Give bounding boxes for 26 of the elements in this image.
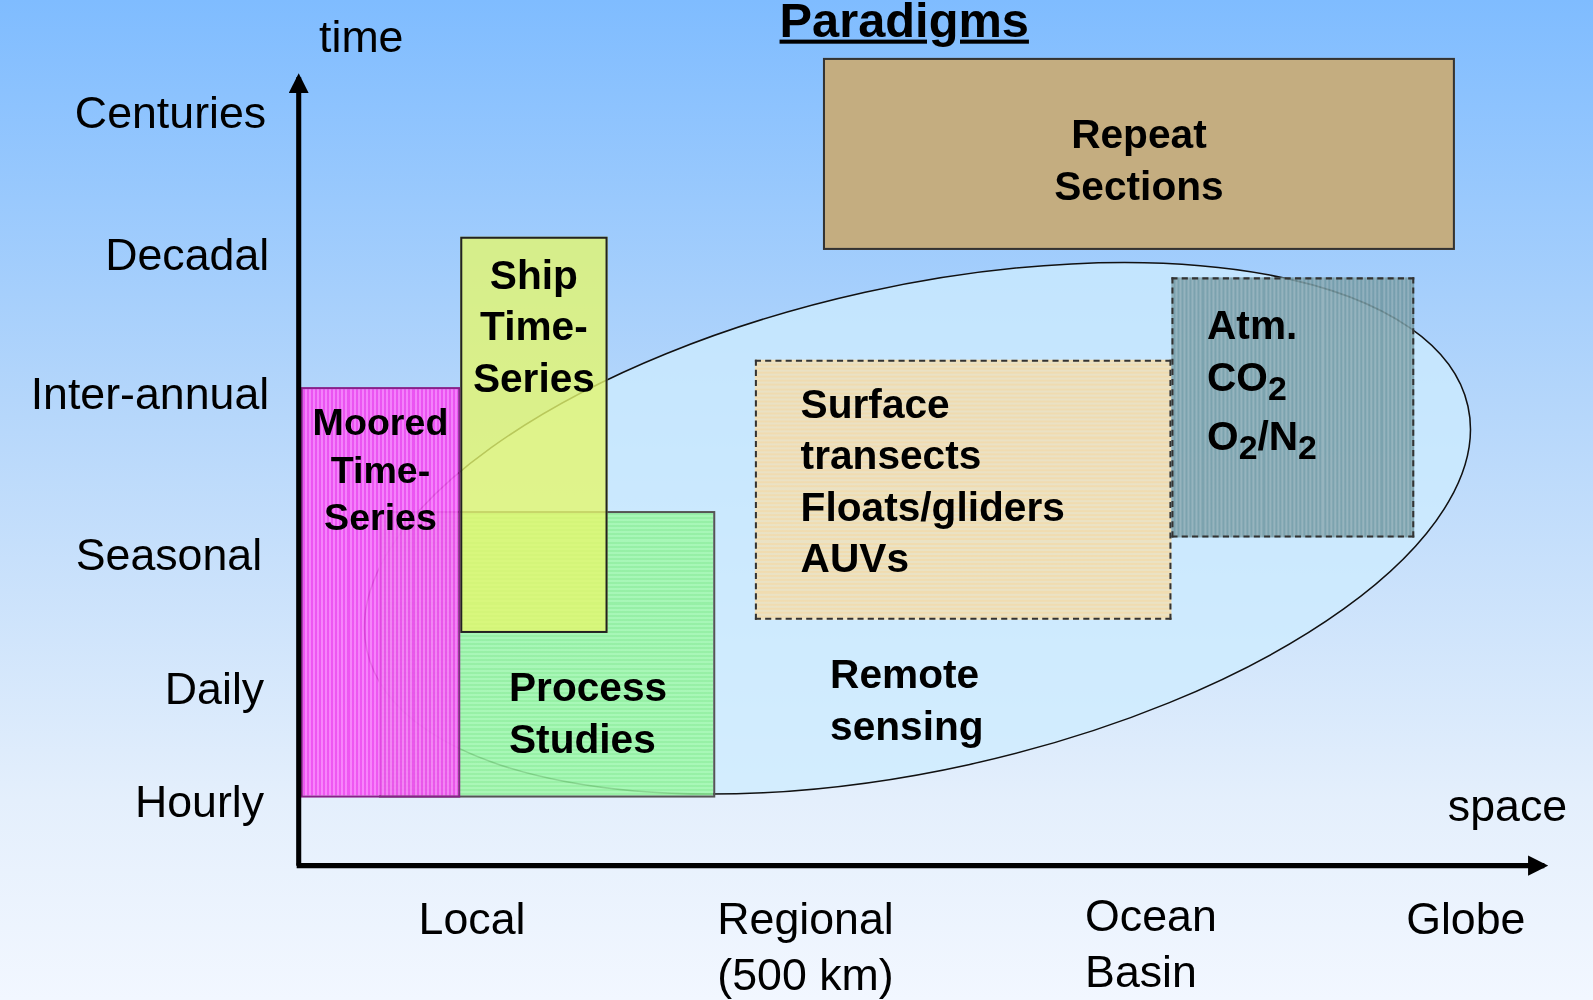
node-label: Ship Time-Series: [471, 250, 596, 402]
node-label: Floats/gliders: [800, 483, 1066, 531]
node-label: Repeat Sections: [1053, 110, 1225, 211]
axis-tick-label: Seasonal: [75, 528, 263, 582]
axis-tick-label: Ocean Basin: [1085, 889, 1218, 998]
axis-tick-label: Local: [418, 892, 526, 945]
moored-time-series-box: [300, 387, 461, 798]
axis-tick-label: Hourly: [134, 775, 265, 828]
axis-tick-label: Regional (500 km): [717, 892, 895, 1000]
ship-time-series-box: [460, 236, 608, 633]
node-label: Surface transects: [800, 380, 983, 480]
node-label: Moored Time-Series: [311, 400, 450, 541]
axis-title: time: [319, 10, 404, 63]
node-label: AUVs: [800, 534, 910, 583]
node-label: Process Studies: [509, 663, 669, 763]
axis-tick-label: Inter-annual: [30, 367, 270, 421]
repeat-sections-box: [822, 57, 1455, 250]
node-label: Remote sensing: [830, 650, 985, 750]
surface-observations-box: [754, 359, 1172, 620]
axis-tick-label: Daily: [164, 662, 265, 716]
axis-title: space: [1447, 779, 1568, 833]
title: Paradigms: [778, 0, 1030, 48]
node-label: Atm. CO$_{2}$ O$_{2}$/N$_{2}$: [1207, 301, 1318, 469]
axis-tick-label: Globe: [1406, 892, 1526, 945]
axis-tick-label: Decadal: [105, 228, 270, 282]
axis-tick-label: Centuries: [74, 86, 267, 140]
